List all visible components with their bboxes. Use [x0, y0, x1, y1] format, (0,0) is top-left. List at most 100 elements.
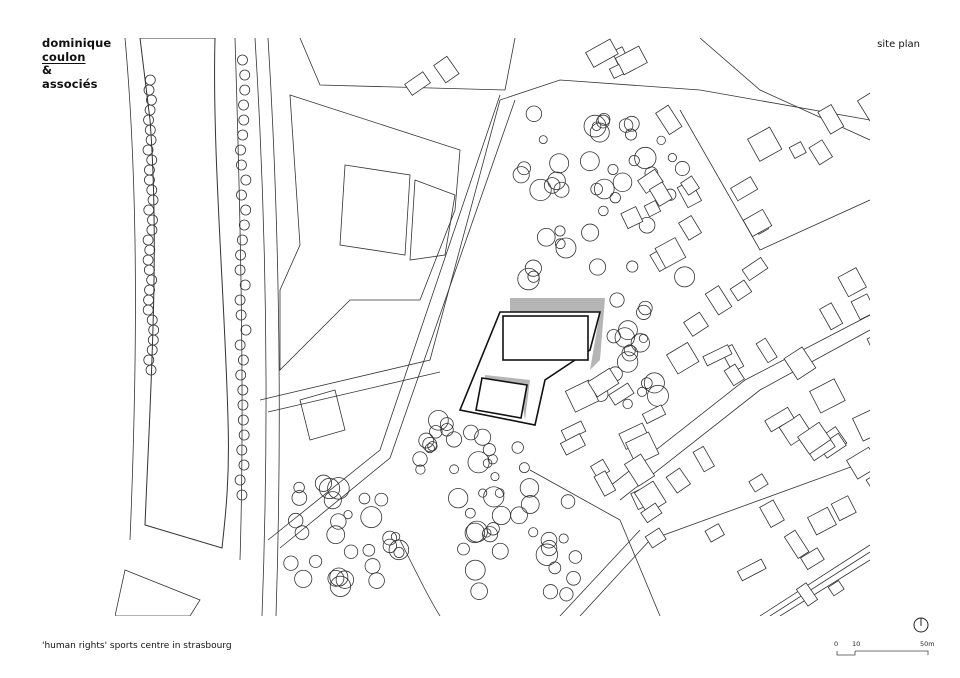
tree — [517, 267, 540, 291]
tree — [583, 114, 607, 138]
tree — [143, 354, 155, 366]
tree — [525, 105, 543, 122]
tree — [146, 314, 158, 326]
tree — [638, 333, 649, 343]
house — [759, 499, 785, 528]
tree — [144, 74, 156, 86]
scale-label-10: 10 — [852, 640, 860, 648]
tree — [594, 178, 615, 200]
tree — [554, 238, 566, 250]
tree — [237, 414, 249, 426]
road — [559, 529, 641, 616]
tree — [548, 561, 562, 575]
tree — [598, 205, 609, 217]
tree — [294, 569, 313, 588]
road — [679, 109, 870, 251]
tree — [143, 294, 154, 306]
building — [299, 389, 346, 441]
tree — [236, 189, 247, 201]
tree — [323, 491, 342, 510]
tree — [382, 538, 398, 554]
tree — [335, 570, 355, 589]
tree — [238, 114, 250, 126]
tree — [240, 324, 252, 336]
house — [644, 527, 667, 549]
tree — [674, 161, 690, 176]
tree — [237, 54, 248, 66]
tree — [596, 114, 610, 129]
tree — [145, 364, 157, 376]
house — [643, 199, 662, 218]
house — [837, 267, 867, 298]
tree — [236, 444, 248, 456]
tree — [234, 264, 246, 276]
tree — [237, 384, 249, 396]
tree — [490, 472, 500, 482]
tree — [390, 531, 401, 542]
tree — [606, 329, 621, 344]
tree — [143, 204, 155, 216]
road — [529, 469, 661, 616]
house — [704, 285, 733, 316]
tree — [145, 134, 157, 146]
tree — [630, 333, 650, 353]
tree — [517, 161, 531, 176]
tree — [343, 510, 353, 520]
tree — [474, 428, 492, 446]
tree — [638, 300, 653, 316]
house — [433, 55, 460, 84]
logo-line-4: associés — [42, 76, 98, 91]
logo-line-3: & — [42, 63, 53, 77]
tree — [415, 464, 426, 475]
logo-line-1: dominique — [42, 36, 112, 50]
tree — [616, 351, 639, 373]
tree — [142, 144, 154, 156]
tree — [612, 172, 633, 193]
tree — [622, 398, 633, 410]
north-arrow-icon — [913, 617, 929, 633]
tree — [146, 344, 158, 356]
tree — [327, 569, 345, 587]
building — [115, 569, 201, 616]
tree — [143, 264, 155, 276]
house — [747, 126, 783, 162]
tree — [144, 174, 155, 186]
house — [665, 467, 692, 494]
building — [339, 164, 411, 256]
tree — [283, 555, 299, 571]
tree — [543, 177, 561, 194]
tree — [148, 324, 160, 336]
tree — [491, 542, 509, 560]
house — [783, 346, 817, 381]
tree — [329, 575, 352, 597]
tree — [393, 546, 405, 558]
tree — [518, 462, 530, 474]
tree — [294, 525, 310, 540]
house — [741, 256, 769, 282]
house — [585, 38, 619, 68]
tree — [464, 522, 486, 544]
house — [797, 421, 832, 455]
tree — [640, 377, 653, 389]
house — [807, 506, 837, 536]
tree — [235, 144, 246, 156]
tree — [566, 571, 581, 586]
tree — [429, 425, 443, 439]
tree — [237, 354, 249, 366]
tree — [314, 474, 333, 492]
tree — [235, 249, 246, 261]
tree — [146, 154, 158, 166]
tree — [147, 194, 159, 206]
tree — [463, 424, 479, 441]
tree — [343, 544, 359, 559]
tree — [309, 554, 323, 568]
tree — [590, 182, 603, 196]
tree — [234, 294, 246, 306]
building-shadow — [510, 298, 605, 370]
house — [795, 582, 819, 607]
house — [748, 473, 769, 493]
road — [399, 539, 441, 616]
house — [404, 71, 431, 96]
railway — [759, 544, 870, 616]
